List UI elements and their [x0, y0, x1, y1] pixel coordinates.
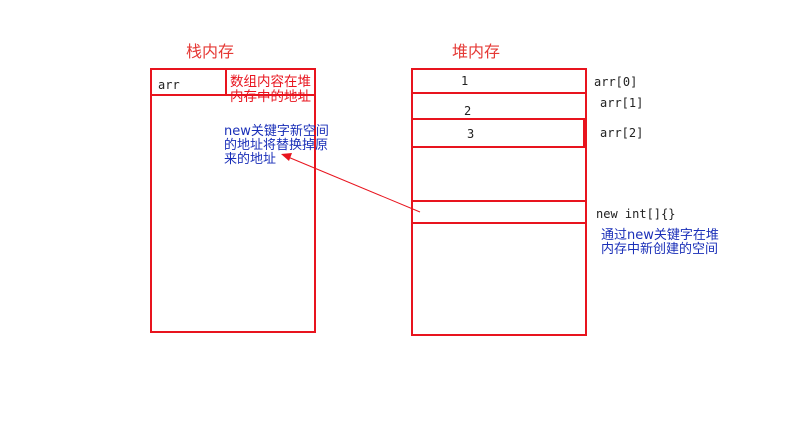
heap-label-arr2: arr[2] — [600, 126, 644, 140]
heap-new-int-label: new int[]{} — [596, 207, 676, 221]
heap-label-arr1: arr[1] — [600, 96, 644, 110]
heap-cell-value-0: 1 — [461, 74, 469, 88]
heap-cell-value-1: 2 — [464, 104, 472, 118]
stack-var-name: arr — [158, 78, 180, 92]
stack-arr-row — [150, 68, 316, 96]
heap-new-note-line2: 内存中新创建的空间 — [601, 242, 719, 257]
heap-memory-box — [411, 68, 587, 336]
heap-label-arr0: arr[0] — [594, 75, 638, 89]
stack-address-text-line1: 数组内容在堆 — [230, 74, 311, 90]
heap-cell-highlight — [411, 118, 585, 148]
stack-memory-box — [150, 68, 316, 333]
replace-note-line1: new关键字新空间 — [224, 124, 329, 139]
stack-address-text-line2: 内存中的地址 — [230, 89, 311, 105]
heap-new-block-bottom — [411, 222, 587, 224]
stack-row-divider — [225, 68, 227, 96]
heap-cell-value-2: 3 — [467, 127, 475, 141]
replace-note-line2: 的地址将替换掉原 — [224, 138, 329, 153]
heap-memory-title: 堆内存 — [452, 42, 501, 61]
replace-note-line3: 来的地址 — [224, 152, 277, 167]
heap-new-note-line1: 通过new关键字在堆 — [601, 228, 719, 243]
stack-memory-title: 栈内存 — [186, 42, 235, 61]
heap-row-divider-1 — [411, 92, 587, 94]
heap-new-block-top — [411, 200, 587, 202]
